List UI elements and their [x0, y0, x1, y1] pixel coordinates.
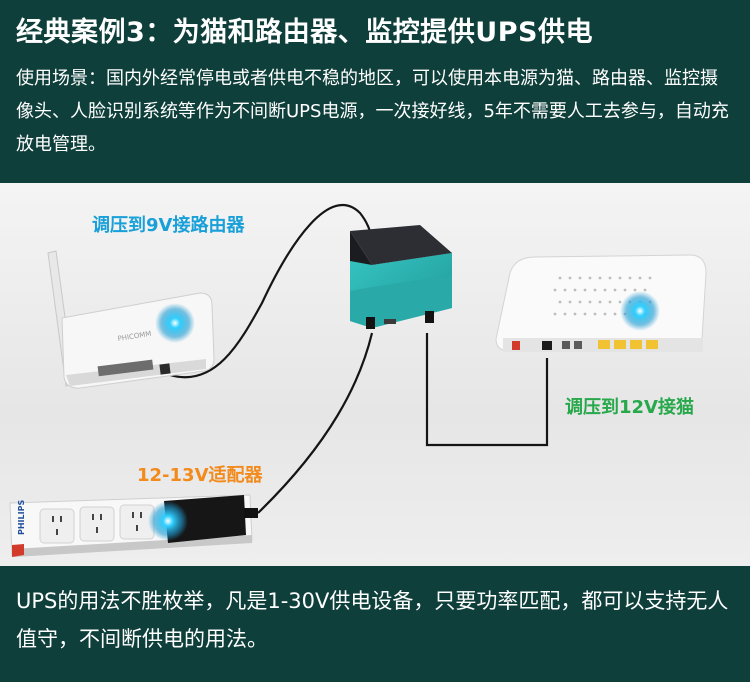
router-voltage-label: 调压到9V接路由器	[92, 215, 245, 236]
ups-port-usb	[384, 319, 396, 324]
ups-power-bank	[350, 225, 452, 329]
connection-diagram: PHICOMM	[0, 183, 750, 566]
cable-adapter	[257, 332, 374, 514]
router-front-edge	[66, 359, 206, 386]
modem-port-phone	[562, 341, 570, 349]
router-power-plug	[159, 363, 171, 375]
router-ports	[97, 359, 154, 377]
socket-1	[39, 508, 75, 544]
ups-port-input	[366, 317, 375, 329]
modem-voltage-label: 调压到12V接猫	[565, 397, 694, 418]
footer-panel: UPS的用法不胜枚举，凡是1-30V供电设备，只要功率匹配，都可以支持无人值守，…	[0, 566, 750, 682]
modem-power-plug	[542, 341, 552, 350]
adapter-plug	[244, 508, 258, 518]
ups-port-output	[425, 311, 434, 323]
diagram-illustration: PHICOMM	[9, 204, 707, 557]
adapter-voltage-label: 12-13V适配器	[137, 465, 263, 486]
modem-power-switch	[512, 341, 520, 350]
cable-router	[169, 204, 374, 379]
power-cables	[169, 204, 549, 514]
modem-lan-port-4	[646, 340, 658, 349]
adapter-glow	[148, 501, 188, 541]
modem-lan-port-2	[614, 340, 626, 349]
modem-lan-port-1	[598, 340, 610, 349]
ups-top	[350, 225, 452, 265]
cable-modem	[425, 333, 549, 447]
header-panel: 经典案例3：为猫和路由器、监控提供UPS供电 使用场景：国内外经常停电或者供电不…	[0, 0, 750, 183]
modem-body	[495, 254, 707, 352]
page-title: 经典案例3：为猫和路由器、监控提供UPS供电	[16, 17, 593, 48]
modem-port-phone-2	[574, 341, 582, 349]
socket-holes	[52, 512, 142, 535]
socket-2	[79, 506, 115, 542]
ups-front-face	[350, 275, 452, 328]
power-strip-brand: PHILIPS	[17, 500, 26, 535]
footer-note: UPS的用法不胜枚举，凡是1-30V供电设备，只要功率匹配，都可以支持无人值守，…	[16, 589, 729, 651]
modem-glow	[620, 291, 660, 331]
power-strip: PHILIPS	[9, 494, 258, 557]
usage-description: 使用场景：国内外经常停电或者供电不稳的地区，可以使用本电源为猫、路由器、监控摄像…	[16, 68, 729, 155]
modem-device	[495, 254, 707, 352]
modem-lan-port-3	[630, 340, 642, 349]
power-strip-switch	[12, 544, 24, 557]
router-device: PHICOMM	[47, 250, 215, 389]
router-glow	[155, 303, 195, 343]
